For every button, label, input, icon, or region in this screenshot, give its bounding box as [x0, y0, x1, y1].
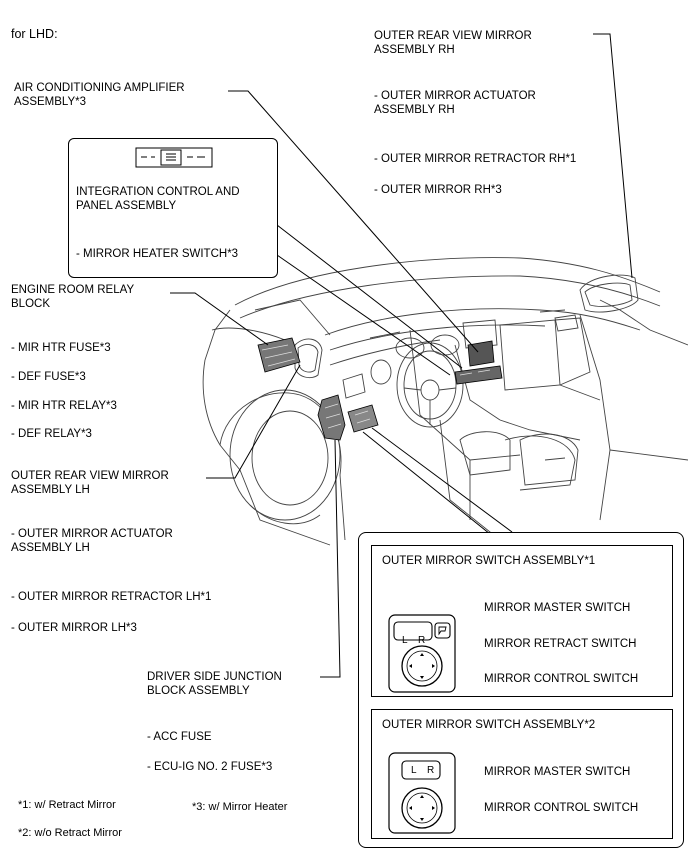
footnote-3: *3: w/ Mirror Heater [192, 801, 288, 813]
integration-panel-label: INTEGRATION CONTROL AND PANEL ASSEMBLY [76, 186, 240, 212]
mir-htr-relay-label: - MIR HTR RELAY*3 [11, 400, 117, 412]
rh-mirror-retractor-label: - OUTER MIRROR RETRACTOR RH*1 [374, 153, 577, 165]
switch-2-key-l: L [411, 765, 417, 776]
switch-assembly-2-title: OUTER MIRROR SWITCH ASSEMBLY*2 [382, 719, 596, 731]
switch-assembly-1-title: OUTER MIRROR SWITCH ASSEMBLY*1 [382, 555, 596, 567]
car-body-outline [202, 257, 688, 546]
ac-amplifier-shape [467, 340, 495, 367]
footnote-2: *2: w/o Retract Mirror [18, 827, 122, 839]
rh-outer-mirror-label: - OUTER MIRROR RH*3 [374, 184, 502, 196]
retract-switch-shape [434, 622, 451, 639]
rh-mirror-actuator-label: - OUTER MIRROR ACTUATOR ASSEMBLY RH [374, 90, 536, 116]
switch-1-key-r: R [418, 635, 426, 646]
switch-1-master-label: MIRROR MASTER SWITCH [484, 602, 631, 614]
switch-assembly-1-panel: OUTER MIRROR SWITCH ASSEMBLY*1 L R MIRRO… [371, 545, 673, 697]
ecu-ig-fuse-label: - ECU-IG NO. 2 FUSE*3 [147, 761, 273, 773]
switch-2-control-label: MIRROR CONTROL SWITCH [484, 802, 639, 814]
mirror-switch-callout: OUTER MIRROR SWITCH ASSEMBLY*1 L R MIRRO… [358, 532, 684, 848]
def-fuse-label: - DEF FUSE*3 [11, 371, 86, 383]
junction-block-shape [317, 394, 346, 441]
engine-relay-block-label: ENGINE ROOM RELAY BLOCK [11, 284, 135, 310]
mirror-switch-location-shape [347, 404, 379, 433]
integration-panel-thumbnail [135, 147, 213, 168]
switch-2-key-r: R [427, 765, 435, 776]
lh-mirror-actuator-label: - OUTER MIRROR ACTUATOR ASSEMBLY LH [11, 528, 173, 554]
integration-panel-shape [454, 365, 503, 385]
mirror-heater-switch-label: - MIRROR HEATER SWITCH*3 [76, 248, 239, 260]
switch-1-control-label: MIRROR CONTROL SWITCH [484, 673, 639, 685]
lh-mirror-assembly-label: OUTER REAR VIEW MIRROR ASSEMBLY LH [11, 470, 169, 496]
rh-mirror-assembly-label: OUTER REAR VIEW MIRROR ASSEMBLY RH [374, 30, 532, 56]
lh-mirror-retractor-label: - OUTER MIRROR RETRACTOR LH*1 [11, 591, 212, 603]
mir-htr-fuse-label: - MIR HTR FUSE*3 [11, 342, 111, 354]
ac-amplifier-label: AIR CONDITIONING AMPLIFIER ASSEMBLY*3 [14, 82, 185, 108]
master-switch-shape [393, 621, 433, 641]
acc-fuse-label: - ACC FUSE [147, 731, 212, 743]
switch-1-key-l: L [402, 635, 408, 646]
switch-1-retract-label: MIRROR RETRACT SWITCH [484, 638, 637, 650]
master-switch-shape-2 [401, 760, 441, 780]
switch-2-master-label: MIRROR MASTER SWITCH [484, 766, 631, 778]
integration-panel-callout: INTEGRATION CONTROL AND PANEL ASSEMBLY -… [68, 138, 278, 278]
lh-outer-mirror-label: - OUTER MIRROR LH*3 [11, 622, 137, 634]
switch-assembly-1-graphic [388, 614, 456, 693]
def-relay-label: - DEF RELAY*3 [11, 428, 92, 440]
switch-assembly-2-graphic [388, 752, 456, 834]
footnote-1: *1: w/ Retract Mirror [18, 799, 116, 811]
junction-block-label: DRIVER SIDE JUNCTION BLOCK ASSEMBLY [147, 671, 282, 697]
engine-room-relay-block-shape [257, 337, 301, 373]
region-label: for LHD: [11, 27, 58, 41]
switch-assembly-2-panel: OUTER MIRROR SWITCH ASSEMBLY*2 L R MIRRO… [371, 709, 673, 839]
